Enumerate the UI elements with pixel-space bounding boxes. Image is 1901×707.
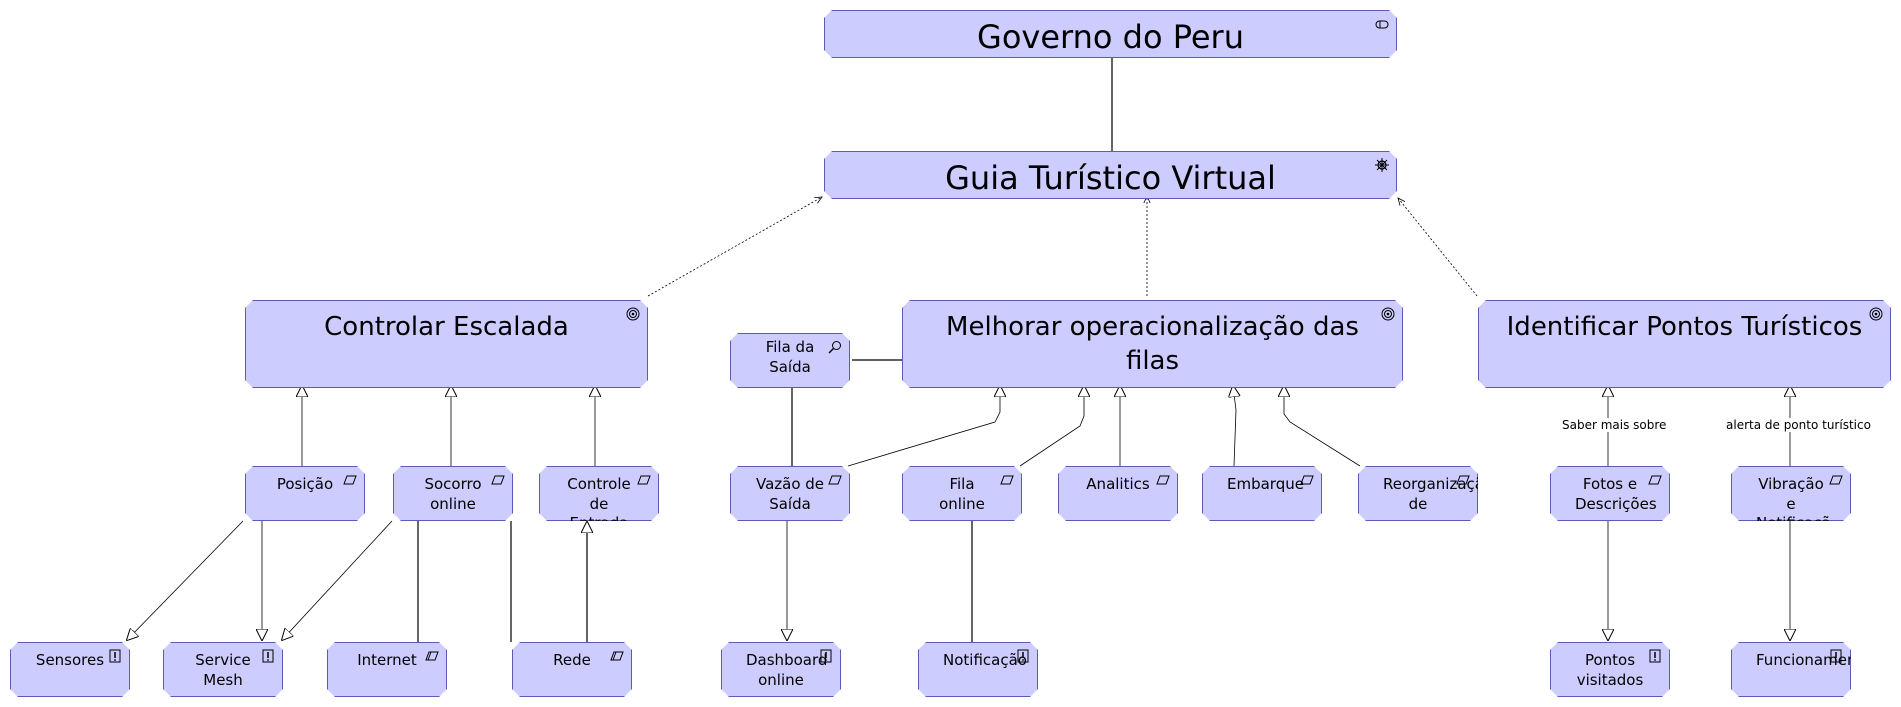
- node-label: Analitics: [1086, 475, 1150, 493]
- node-melhorar-operacionalizacao[interactable]: Melhorar operacionalização das filas: [902, 300, 1403, 388]
- node-label: Sensores: [35, 651, 105, 669]
- edge-controlar-guia: [647, 197, 822, 297]
- node-label: Controlar Escalada: [324, 312, 569, 342]
- node-label: Fotos e Descrições: [1575, 475, 1657, 513]
- constraint-icon: [1016, 649, 1030, 663]
- requirement-icon: [828, 473, 842, 487]
- node-internet[interactable]: Internet: [327, 642, 447, 697]
- node-label: Posição: [276, 475, 334, 493]
- node-label: Socorro online: [424, 475, 482, 513]
- constraint-icon: [1829, 649, 1843, 663]
- node-identificar-pontos-turisticos[interactable]: Identificar Pontos Turísticos: [1478, 300, 1891, 388]
- node-label: Embarque: [1227, 475, 1304, 493]
- node-controlar-escalada[interactable]: Controlar Escalada: [245, 300, 648, 388]
- requirement-icon: [1648, 473, 1662, 487]
- driver-icon: [1375, 158, 1389, 172]
- edge-identificar-guia: [1398, 198, 1478, 297]
- node-label: Identificar Pontos Turísticos: [1506, 312, 1863, 342]
- assessment-icon: [828, 340, 842, 354]
- node-label: Notificação: [943, 651, 1027, 669]
- edge-socorro-mesh: [282, 520, 393, 640]
- node-label: Governo do Peru: [977, 18, 1244, 56]
- principle-icon: [425, 649, 439, 663]
- edge-filaonline-melhorar: [1019, 386, 1084, 467]
- node-label: Rede: [553, 651, 591, 669]
- principle-icon: [610, 649, 624, 663]
- constraint-icon: [1648, 649, 1662, 663]
- node-label: Fila da Saída: [765, 338, 815, 376]
- node-analitics[interactable]: Analitics: [1058, 466, 1178, 521]
- node-vibracao-e-notificacao[interactable]: Vibração e Notificaçã: [1731, 466, 1851, 521]
- requirement-icon: [343, 473, 357, 487]
- edge-label-alerta: alerta de ponto turístico: [1726, 418, 1871, 432]
- goal-icon: [1381, 307, 1395, 321]
- requirement-icon: [1000, 473, 1014, 487]
- node-sensores[interactable]: Sensores: [10, 642, 130, 697]
- edge-reorganiz-melhorar: [1284, 386, 1361, 467]
- goal-icon: [1869, 307, 1883, 321]
- node-dashboard-online[interactable]: Dashboard online: [721, 642, 841, 697]
- node-fila-da-saida[interactable]: Fila da Saída: [730, 333, 850, 388]
- constraint-icon: [261, 649, 275, 663]
- node-socorro-online[interactable]: Socorro online: [393, 466, 513, 521]
- node-label: Fila online: [939, 475, 985, 513]
- node-guia-turistico-virtual[interactable]: Guia Turístico Virtual: [824, 151, 1397, 199]
- requirement-icon: [1456, 473, 1470, 487]
- node-label: Service Mesh: [195, 651, 251, 689]
- node-label: Guia Turístico Virtual: [945, 159, 1276, 197]
- edge-embarque-melhorar: [1233, 386, 1236, 467]
- edge-posicao-sensores: [127, 520, 244, 640]
- edge-vazao-melhorar: [847, 386, 1000, 467]
- node-funcionamento[interactable]: Funcionamento: [1731, 642, 1851, 697]
- requirement-icon: [491, 473, 505, 487]
- node-fotos-e-descricoes[interactable]: Fotos e Descrições: [1550, 466, 1670, 521]
- node-rede[interactable]: Rede: [512, 642, 632, 697]
- node-notificacao[interactable]: Notificação: [918, 642, 1038, 697]
- node-posicao[interactable]: Posição: [245, 466, 365, 521]
- node-label: Vazão de Saída: [755, 475, 825, 513]
- constraint-icon: [108, 649, 122, 663]
- goal-icon: [626, 307, 640, 321]
- node-service-mesh[interactable]: Service Mesh: [163, 642, 283, 697]
- stakeholder-icon: [1375, 17, 1389, 31]
- node-label: Melhorar operacionalização das filas: [946, 312, 1359, 376]
- node-label: Internet: [357, 651, 417, 669]
- requirement-icon: [637, 473, 651, 487]
- constraint-icon: [819, 649, 833, 663]
- requirement-icon: [1156, 473, 1170, 487]
- node-vazao-de-saida[interactable]: Vazão de Saída: [730, 466, 850, 521]
- node-label: Dashboard online: [746, 651, 828, 689]
- node-label: Reorganização de: [1383, 475, 1494, 513]
- requirement-icon: [1829, 473, 1843, 487]
- node-label: Pontos visitados: [1576, 651, 1644, 689]
- node-controle-de-entrada[interactable]: Controle de Entrada: [539, 466, 659, 521]
- node-fila-online[interactable]: Fila online: [902, 466, 1022, 521]
- node-governo-do-peru[interactable]: Governo do Peru: [824, 10, 1397, 58]
- node-reorganizacao[interactable]: Reorganização de: [1358, 466, 1478, 521]
- node-label: Funcionamento: [1756, 651, 1872, 669]
- edge-label-saber: Saber mais sobre: [1562, 418, 1667, 432]
- requirement-icon: [1300, 473, 1314, 487]
- node-pontos-visitados[interactable]: Pontos visitados: [1550, 642, 1670, 697]
- node-embarque[interactable]: Embarque: [1202, 466, 1322, 521]
